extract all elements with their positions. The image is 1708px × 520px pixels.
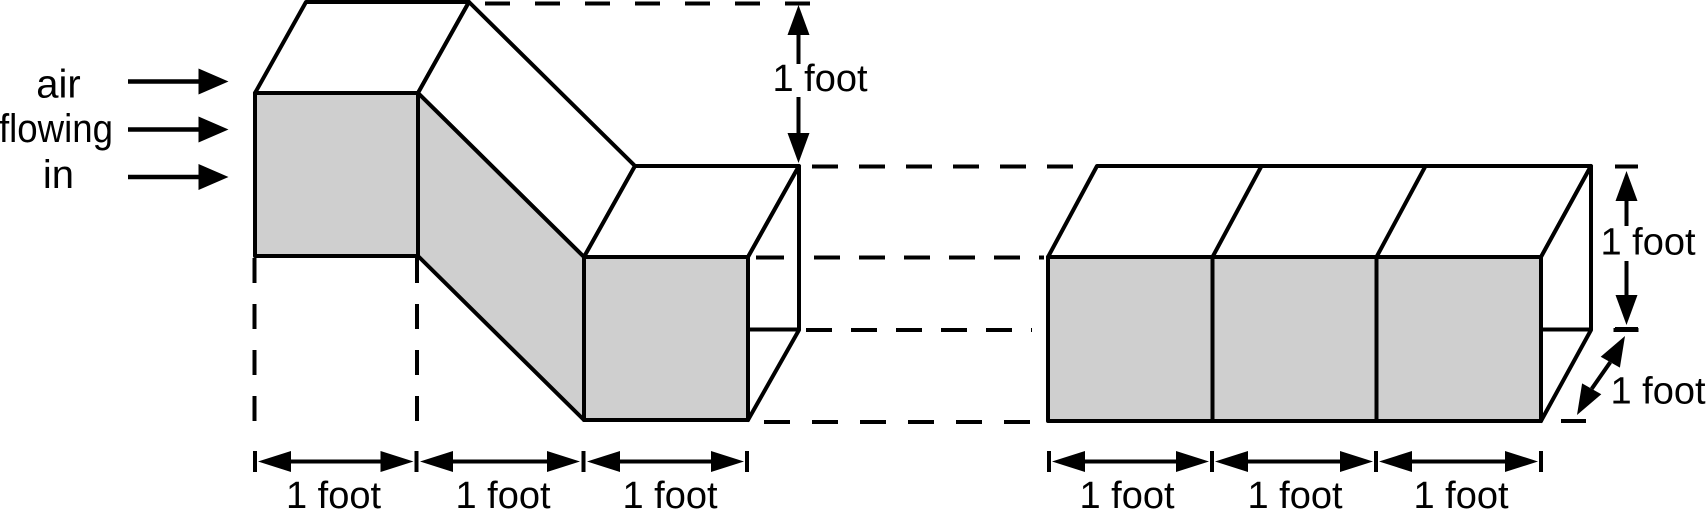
svg-text:1 foot: 1 foot	[1610, 371, 1706, 413]
svg-text:in: in	[43, 153, 74, 197]
svg-text:1 foot: 1 foot	[1079, 475, 1175, 517]
svg-text:flowing: flowing	[0, 107, 113, 151]
svg-text:1 foot: 1 foot	[1600, 222, 1696, 264]
svg-text:1 foot: 1 foot	[1247, 475, 1343, 517]
svg-text:1 foot: 1 foot	[772, 58, 868, 100]
svg-text:1 foot: 1 foot	[286, 475, 382, 517]
svg-text:1 foot: 1 foot	[455, 475, 551, 517]
svg-text:air: air	[36, 63, 80, 107]
svg-text:1 foot: 1 foot	[622, 475, 718, 517]
svg-text:1 foot: 1 foot	[1413, 475, 1509, 517]
